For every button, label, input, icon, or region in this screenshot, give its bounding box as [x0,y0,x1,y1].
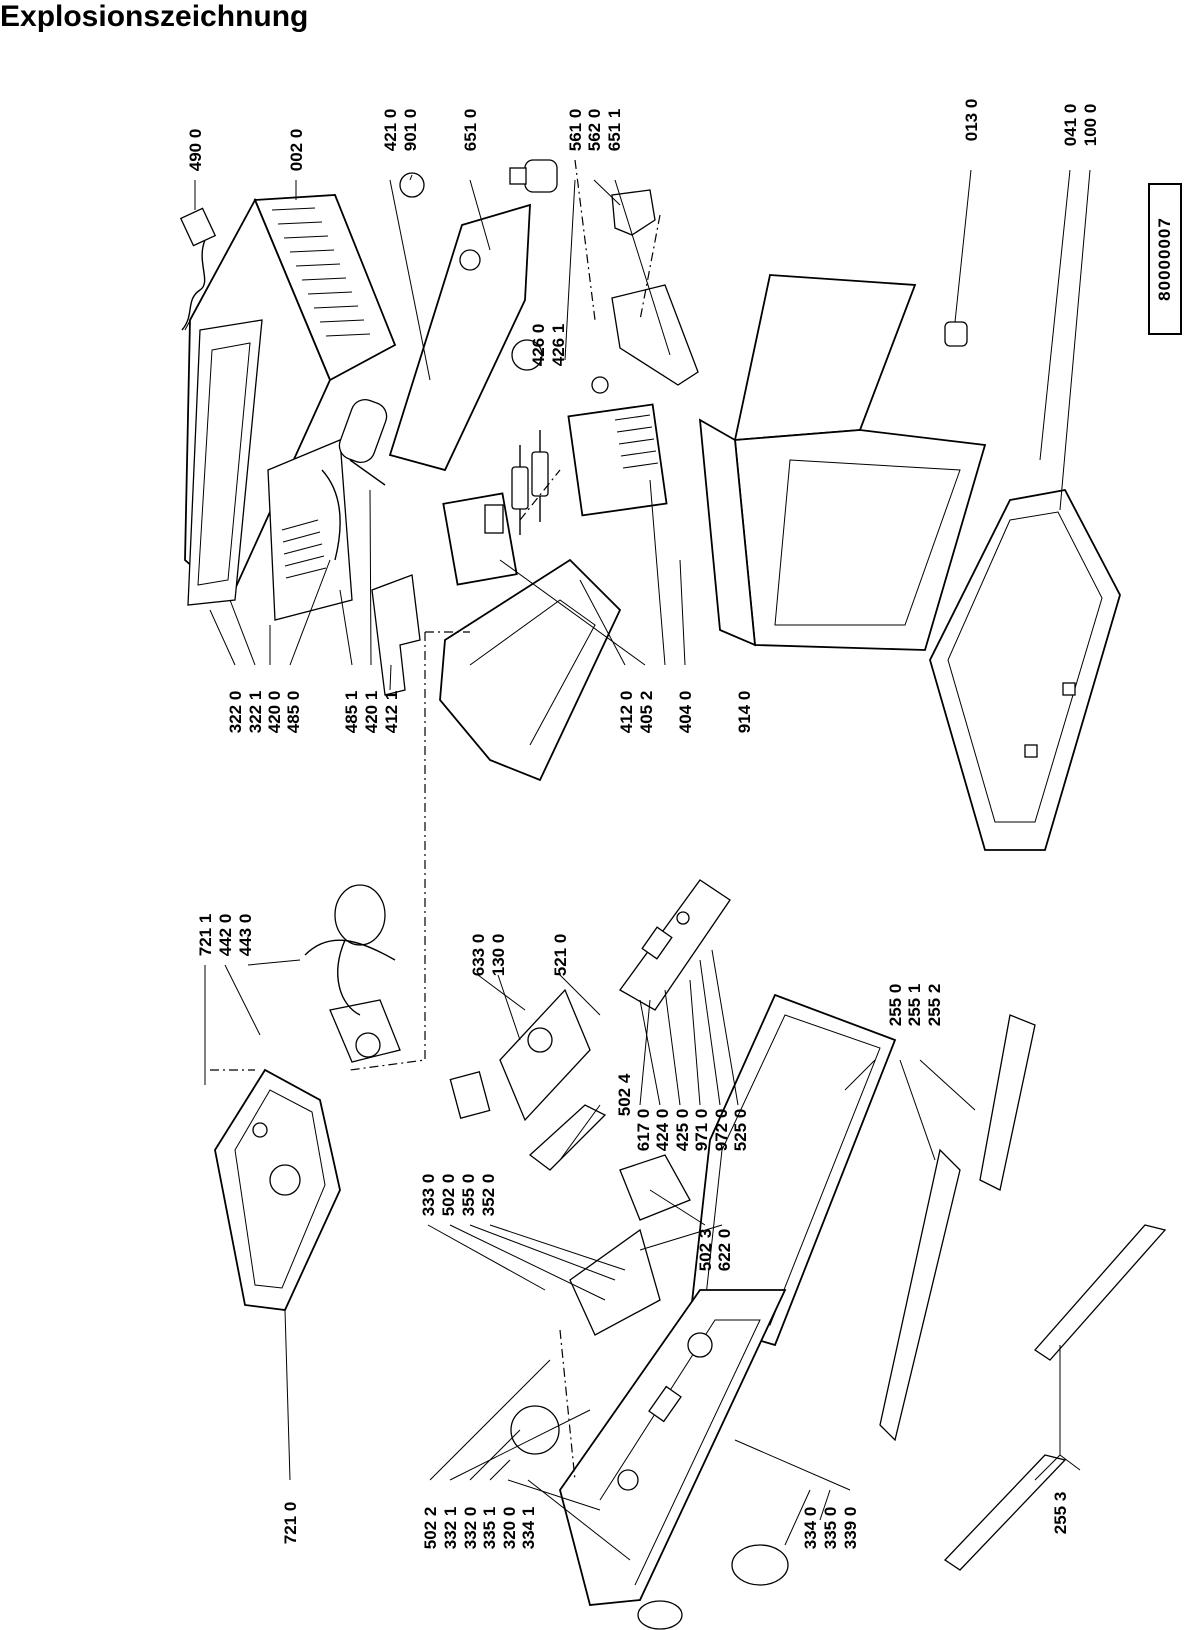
side-rail-part [1034,1224,1167,1361]
label-525-0: 525 0 [731,1109,750,1152]
label-424-0: 424 0 [653,1109,672,1152]
label-442-0: 442 0 [216,914,235,957]
label-255-3: 255 3 [1051,1492,1070,1535]
label-352-0: 352 0 [479,1174,498,1217]
document-number: 80000007 [1155,217,1175,301]
door-part [929,488,1121,851]
control-rail-part [388,172,543,472]
knob-part [731,1544,789,1586]
circuit-board-part [619,879,731,1011]
lamp-part [509,159,558,193]
label-502-4: 502 4 [615,1073,634,1116]
oven-cavity-part [698,274,987,651]
label-412-1: 412 1 [382,691,401,734]
label-100-0: 100 0 [1081,104,1100,147]
document-number-box: 80000007 [1148,183,1182,335]
transformer-part [442,492,518,586]
control-panel-part [559,1289,787,1606]
knob-part [637,1600,683,1630]
timer-switch-part [449,988,591,1122]
label-485-1: 485 1 [342,691,361,734]
foot-part [944,321,968,347]
label-651-0: 651 0 [461,109,480,152]
label-502-2: 502 2 [421,1507,440,1550]
side-rail-part [943,1454,1067,1571]
label-332-0: 332 0 [461,1507,480,1550]
label-255-2: 255 2 [925,984,944,1027]
shield-plate-part [528,1104,607,1171]
label-335-0: 335 0 [821,1507,840,1550]
label-339-0: 339 0 [841,1507,860,1550]
rail-part [979,1014,1036,1191]
page-title: Explosionszeichnung [0,0,309,33]
label-322-1: 322 1 [246,691,265,734]
label-322-0: 322 0 [226,691,245,734]
label-443-0: 443 0 [236,914,255,957]
connection-line [574,159,596,321]
label-562-0: 562 0 [585,109,604,152]
label-335-1: 335 1 [480,1507,499,1550]
timer-dial-part [510,1405,560,1455]
label-426-0: 426 0 [529,324,548,367]
label-333-0: 333 0 [419,1174,438,1217]
label-405-2: 405 2 [637,691,656,734]
label-420-1: 420 1 [362,691,381,734]
leader-lines [194,169,1091,1561]
connection-line [559,1329,576,1481]
label-490-0: 490 0 [186,129,205,172]
control-module-part [569,1228,661,1336]
label-561-0: 561 0 [566,109,585,152]
label-355-0: 355 0 [459,1174,478,1217]
fuse-part [511,430,549,535]
label-502-3: 502 3 [696,1229,715,1272]
label-633-0: 633 0 [469,934,488,977]
label-255-0: 255 0 [886,984,905,1027]
label-334-1: 334 1 [519,1507,538,1550]
bracket-part [371,574,421,696]
connection-line [519,469,561,521]
label-334-0: 334 0 [801,1507,820,1550]
capacitor-part [338,399,388,486]
label-721-0: 721 0 [281,1502,300,1545]
label-255-1: 255 1 [905,984,924,1027]
label-320-0: 320 0 [500,1507,519,1550]
label-971-0: 971 0 [692,1109,711,1152]
label-130-0: 130 0 [489,934,508,977]
label-041-0: 041 0 [1061,104,1080,147]
label-622-0: 622 0 [715,1229,734,1272]
mains-cable-part [179,207,217,331]
label-426-1: 426 1 [549,324,568,367]
switch-bracket-part [611,189,656,236]
label-421-0: 421 0 [381,109,400,152]
connection-line [349,632,426,1071]
label-651-1: 651 1 [605,109,624,152]
fan-motor-part [304,884,401,1063]
base-frame-part [439,558,622,782]
magnetron-part [567,376,668,517]
label-404-0: 404 0 [676,691,695,734]
connection-line [639,214,661,321]
label-002-0: 002 0 [287,129,306,172]
control-board-part [619,1154,691,1221]
label-972-0: 972 0 [712,1109,731,1152]
fan-shroud-part [267,439,353,621]
label-420-0: 420 0 [265,691,284,734]
label-521-0: 521 0 [551,934,570,977]
label-914-0: 914 0 [735,691,754,734]
label-425-0: 425 0 [673,1109,692,1152]
label-332-1: 332 1 [441,1507,460,1550]
label-617-0: 617 0 [634,1109,653,1152]
label-901-0: 901 0 [401,109,420,152]
base-tray-part [214,1068,341,1311]
label-485-0: 485 0 [284,691,303,734]
label-502-0: 502 0 [439,1174,458,1217]
label-013-0: 013 0 [962,99,981,142]
lamp-cover-part [611,284,699,386]
label-412-0: 412 0 [617,691,636,734]
label-721-1: 721 1 [196,914,215,957]
rail-part [879,1148,961,1442]
side-panel-part [187,319,263,606]
